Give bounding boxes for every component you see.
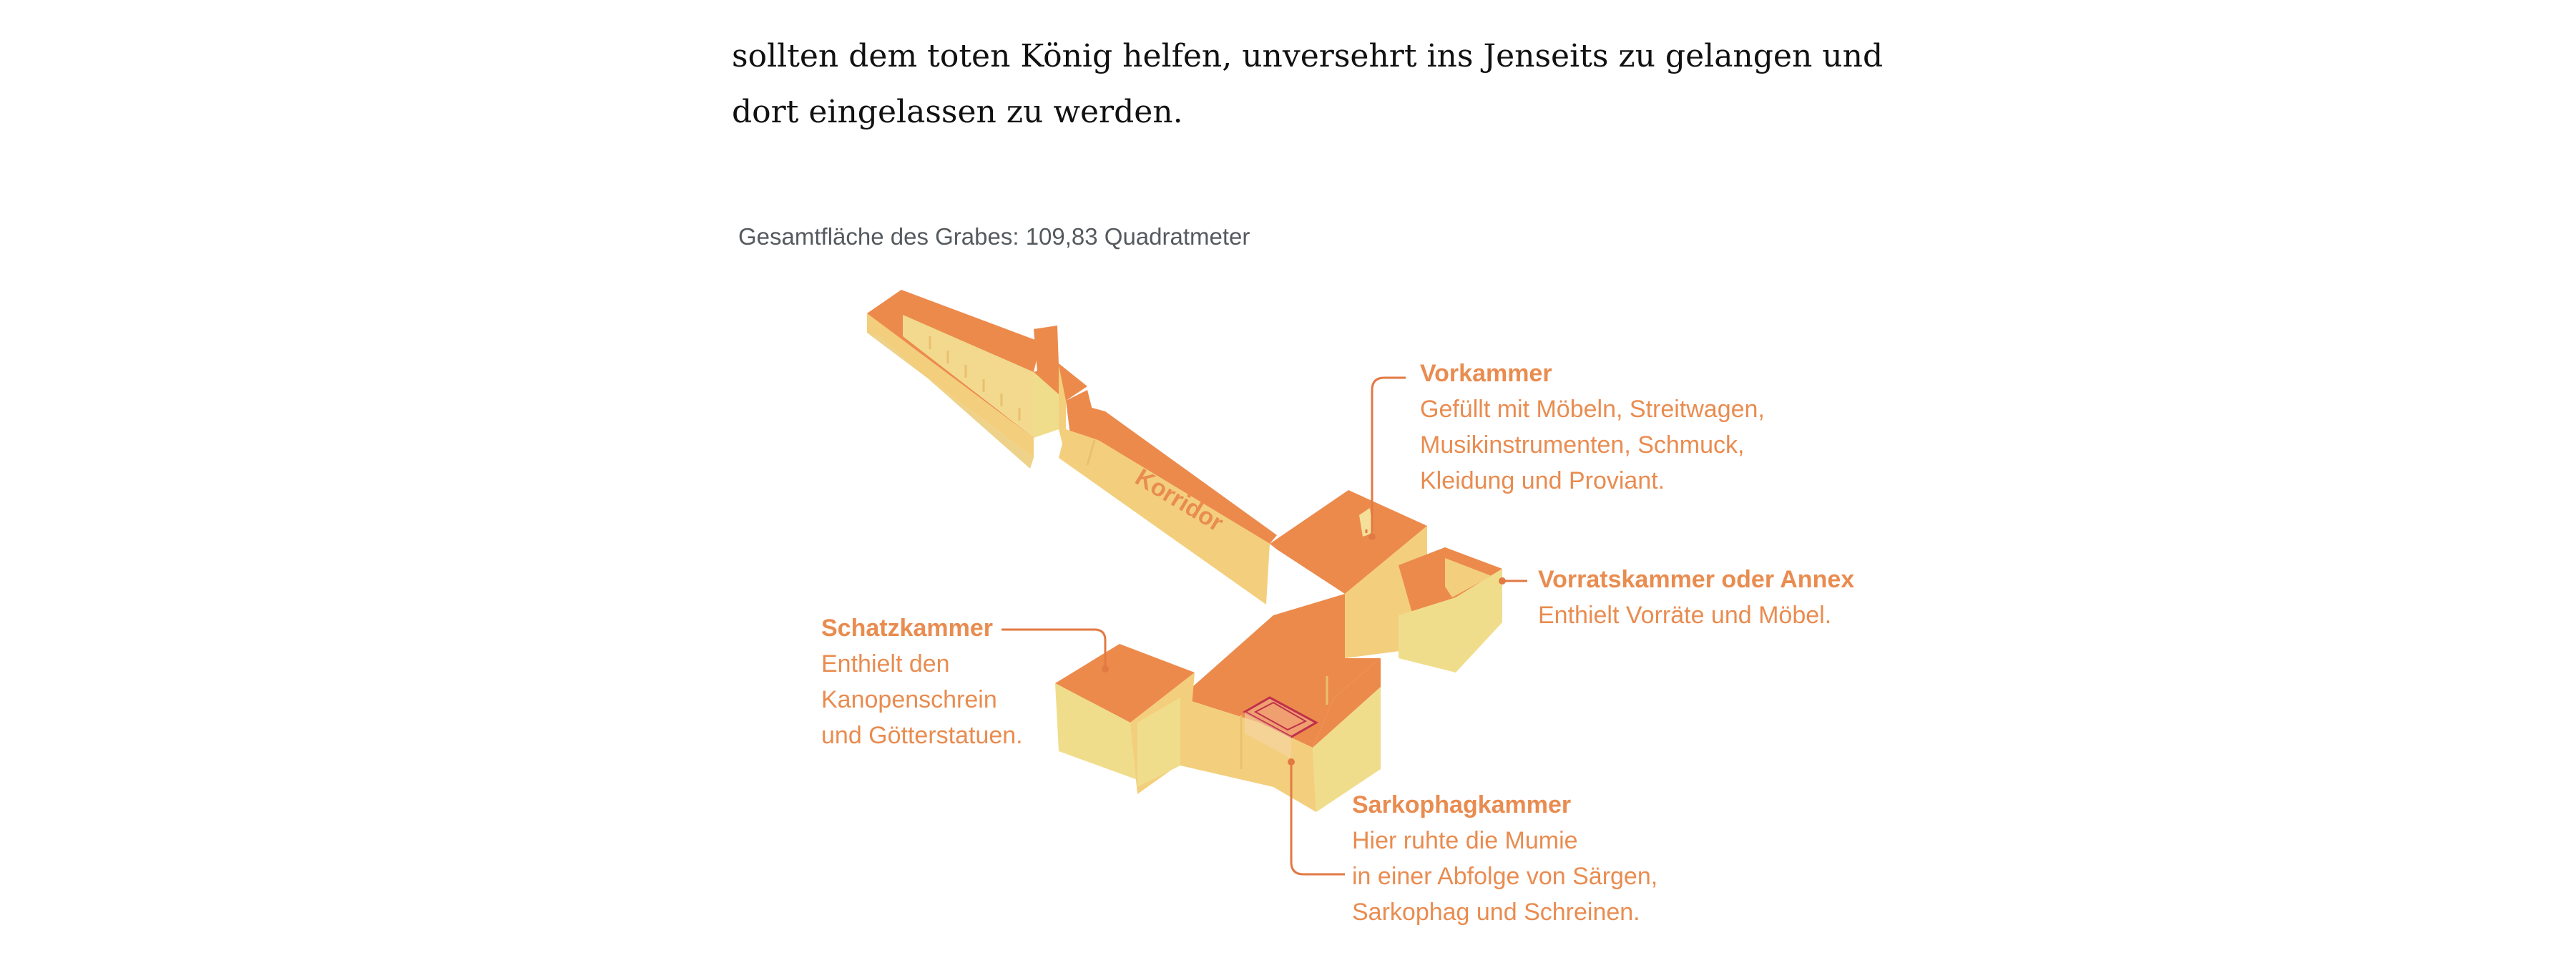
corridor-roof [1066, 401, 1277, 544]
vorkammer-desc-2: Musikinstrumenten, Schmuck, [1420, 431, 1745, 459]
sarcophagus-base [1245, 712, 1291, 758]
treasury-link [1137, 698, 1180, 787]
intro-line-1: sollten dem toten König helfen, unverseh… [732, 38, 1884, 74]
stairs-side-wall [867, 313, 1034, 458]
stairs-left-wall [867, 333, 1034, 469]
corridor [1059, 401, 1277, 605]
intro-line-2: dort eingelassen zu werden. [732, 94, 1183, 130]
sarkophag-desc-3: Sarkophag und Schreinen. [1352, 899, 1640, 926]
total-area-caption: Gesamtfläche des Grabes: 109,83 Quadratm… [738, 223, 1250, 250]
burial-hall-right-roof [1313, 658, 1381, 748]
burial-hall-wall [1180, 698, 1316, 812]
vorkammer-desc-3: Kleidung und Proviant. [1420, 467, 1665, 494]
treasury-front [1055, 683, 1137, 780]
annex-side [1456, 569, 1502, 673]
schatzkammer-label: Schatzkammer Enthielt den Kanopenschrein… [821, 610, 1023, 753]
treasury-chamber [1055, 644, 1195, 794]
leader-dots [1102, 533, 1506, 766]
annex-front [1399, 597, 1456, 673]
annex-label: Vorratskammer oder Annex Enthielt Vorrät… [1538, 562, 1854, 633]
schatzkammer-title: Schatzkammer [821, 615, 994, 642]
schatzkammer-desc-2: Kanopenschrein [821, 686, 997, 713]
antechamber-roof [1270, 490, 1427, 594]
schatzkammer-desc-3: und Götterstatuen. [821, 722, 1023, 749]
entrance-stairs [867, 290, 1041, 469]
burial-hall [1180, 594, 1381, 812]
sarkophag-title: Sarkophagkammer [1352, 791, 1572, 818]
burial-hall-right-wall [1313, 687, 1381, 812]
treasury-roof [1055, 644, 1195, 723]
intro-text: sollten dem toten König helfen, unverseh… [732, 29, 1884, 140]
burial-hall-roof [1180, 594, 1381, 748]
vorkammer-desc-1: Gefüllt mit Möbeln, Streitwagen, [1420, 396, 1765, 423]
sarkophag-desc-1: Hier ruhte die Mumie [1352, 827, 1578, 854]
sarkophag-label: Sarkophagkammer Hier ruhte die Mumie in … [1352, 787, 1657, 930]
annex-inner [1445, 558, 1492, 597]
leader-vorkammer [1371, 376, 1406, 537]
leader-sarkophag [1290, 762, 1345, 876]
sarcophagus-inner [1253, 701, 1308, 731]
corridor-wall [1059, 429, 1270, 605]
sarcophagus [1242, 696, 1319, 758]
leader-lines [1001, 376, 1527, 876]
leader-schatzkammer [1001, 628, 1107, 669]
sarkophag-desc-2: in einer Abfolge von Särgen, [1352, 863, 1658, 890]
annex-title: Vorratskammer oder Annex [1538, 566, 1855, 593]
vorkammer-label: Vorkammer Gefüllt mit Möbeln, Streitwage… [1420, 356, 1765, 499]
antechamber-inner-wall [1359, 508, 1373, 537]
stairs-steps [903, 315, 1034, 438]
schatzkammer-desc-1: Enthielt den [821, 650, 950, 678]
passage-block-1-roof [1034, 326, 1059, 372]
annex-chamber [1399, 547, 1502, 673]
passage-block-2-front [1059, 365, 1066, 458]
vorkammer-title: Vorkammer [1420, 360, 1552, 387]
annex-desc-1: Enthielt Vorräte und Möbel. [1538, 602, 1832, 629]
